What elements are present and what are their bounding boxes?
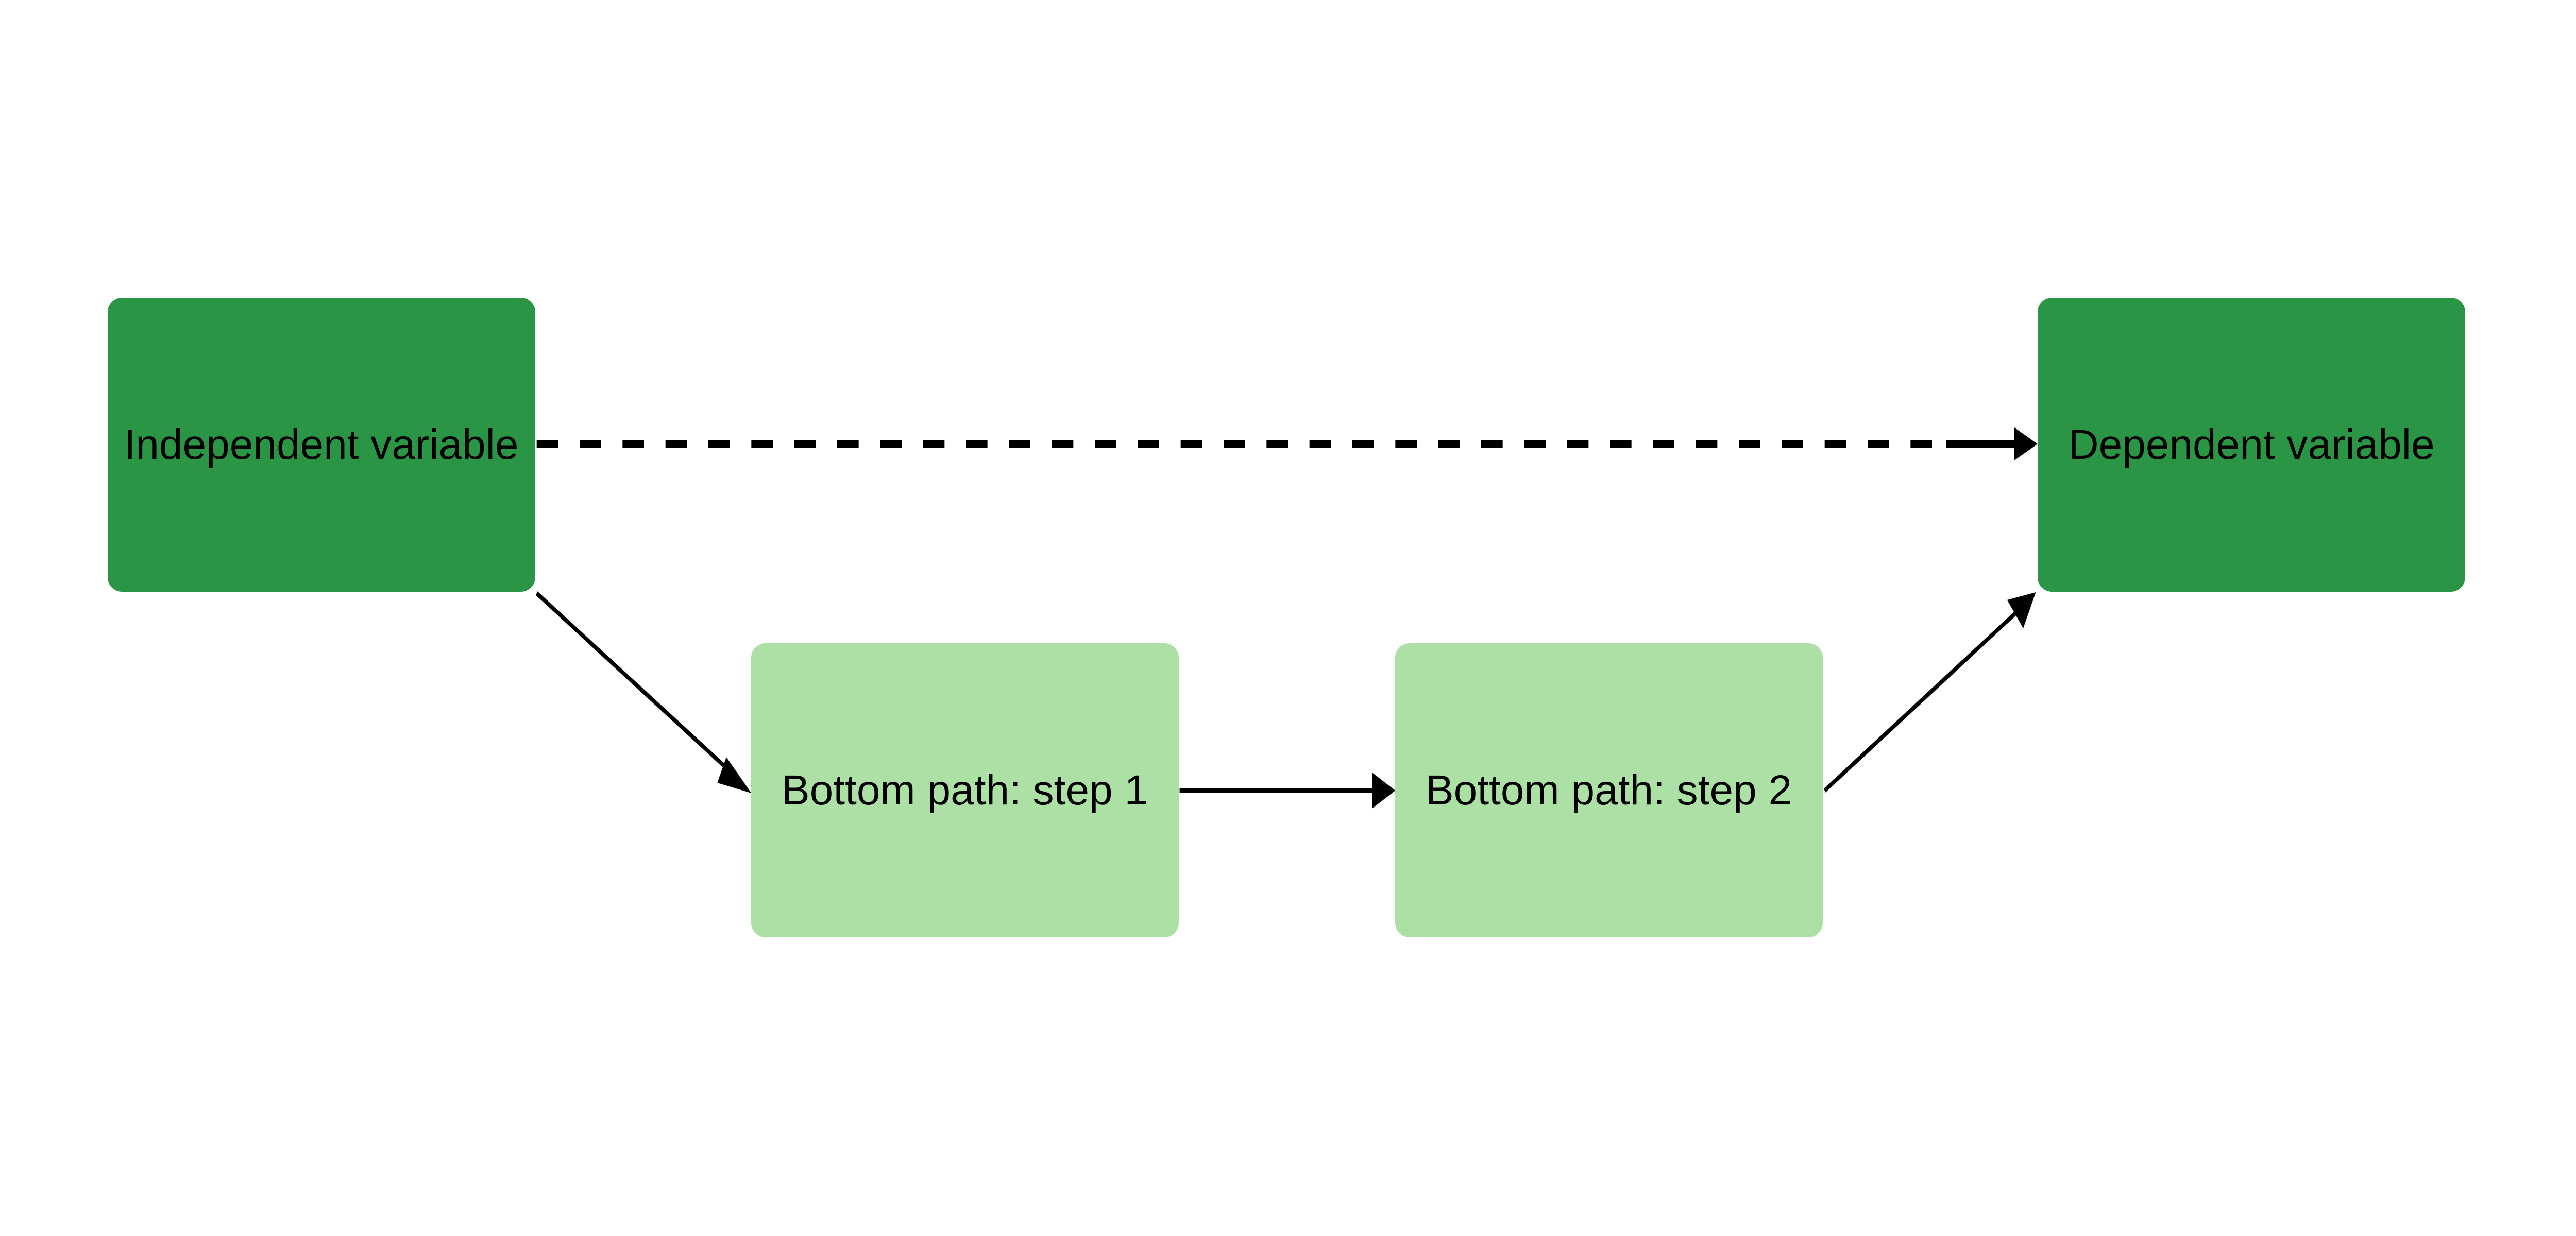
node-label: Bottom path: step 1 bbox=[781, 766, 1148, 814]
node-bottom-path-step-1: Bottom path: step 1 bbox=[751, 643, 1179, 937]
arrowhead bbox=[1372, 772, 1396, 809]
arrowhead bbox=[2007, 592, 2036, 628]
edge-iv-dv bbox=[536, 427, 2038, 460]
arrowhead bbox=[2014, 427, 2038, 460]
node-label: Dependent variable bbox=[2068, 421, 2435, 468]
node-label: Independent variable bbox=[124, 421, 519, 468]
arrowhead bbox=[717, 757, 752, 793]
node-label: Bottom path: step 2 bbox=[1425, 766, 1792, 814]
edge-s2-dv bbox=[1823, 592, 2036, 793]
node-bottom-path-step-2: Bottom path: step 2 bbox=[1395, 643, 1823, 937]
edge-s1-s2 bbox=[1179, 772, 1396, 809]
edge-iv-s1 bbox=[535, 591, 752, 793]
node-independent-variable: Independent variable bbox=[107, 298, 535, 592]
node-dependent-variable: Dependent variable bbox=[2038, 298, 2465, 592]
